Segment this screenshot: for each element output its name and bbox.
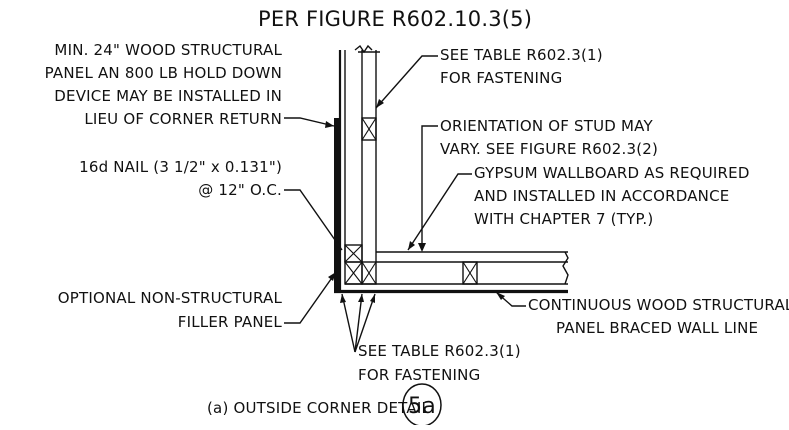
panel-note-line-2: PANEL AN 800 LB HOLD DOWN [45,64,282,82]
vertical-stud-upper [361,117,377,141]
panel-note-line-4: LIEU OF CORNER RETURN [84,110,282,128]
corner-stud-1 [344,261,363,285]
corner-stud-3 [344,244,363,263]
stud-note-line-1: ORIENTATION OF STUD MAY [440,117,653,135]
detail-callout-bubble: 5a [402,383,442,427]
structural-panel-vertical [334,118,339,292]
gypsum-note-line-3: WITH CHAPTER 7 (TYP.) [474,210,653,228]
table-note-top-line-1: SEE TABLE R602.3(1) [440,46,603,64]
detail-caption: (a) OUTSIDE CORNER DETAIL [207,399,430,417]
wall-note-line-2: PANEL BRACED WALL LINE [556,319,758,337]
wall-stud-mid [462,261,478,285]
table-note-bottom-line-1: SEE TABLE R602.3(1) [358,342,521,360]
table-note-bottom-line-2: FOR FASTENING [358,366,480,384]
filler-note-line-2: FILLER PANEL [178,313,283,331]
filler-note-line-1: OPTIONAL NON-STRUCTURAL [58,289,283,307]
leader-lines [284,55,526,353]
stud-note-line-2: VARY. SEE FIGURE R602.3(2) [440,140,658,158]
wall-assembly [334,44,569,294]
header-reference: PER FIGURE R602.10.3(5) [258,7,532,31]
table-note-top-line-2: FOR FASTENING [440,69,562,87]
gypsum-note-line-1: GYPSUM WALLBOARD AS REQUIRED [474,164,750,182]
nail-note-line-2: @ 12" O.C. [198,181,282,199]
gypsum-note-line-2: AND INSTALLED IN ACCORDANCE [474,187,729,205]
panel-note-line-1: MIN. 24" WOOD STRUCTURAL [54,41,282,59]
panel-note-line-3: DEVICE MAY BE INSTALLED IN [54,87,282,105]
nail-note-line-1: 16d NAIL (3 1/2" x 0.131") [79,158,282,176]
detail-callout-number: 5a [408,394,436,419]
corner-stud-2 [361,261,377,285]
wall-note-line-1: CONTINUOUS WOOD STRUCTURAL [528,296,789,314]
